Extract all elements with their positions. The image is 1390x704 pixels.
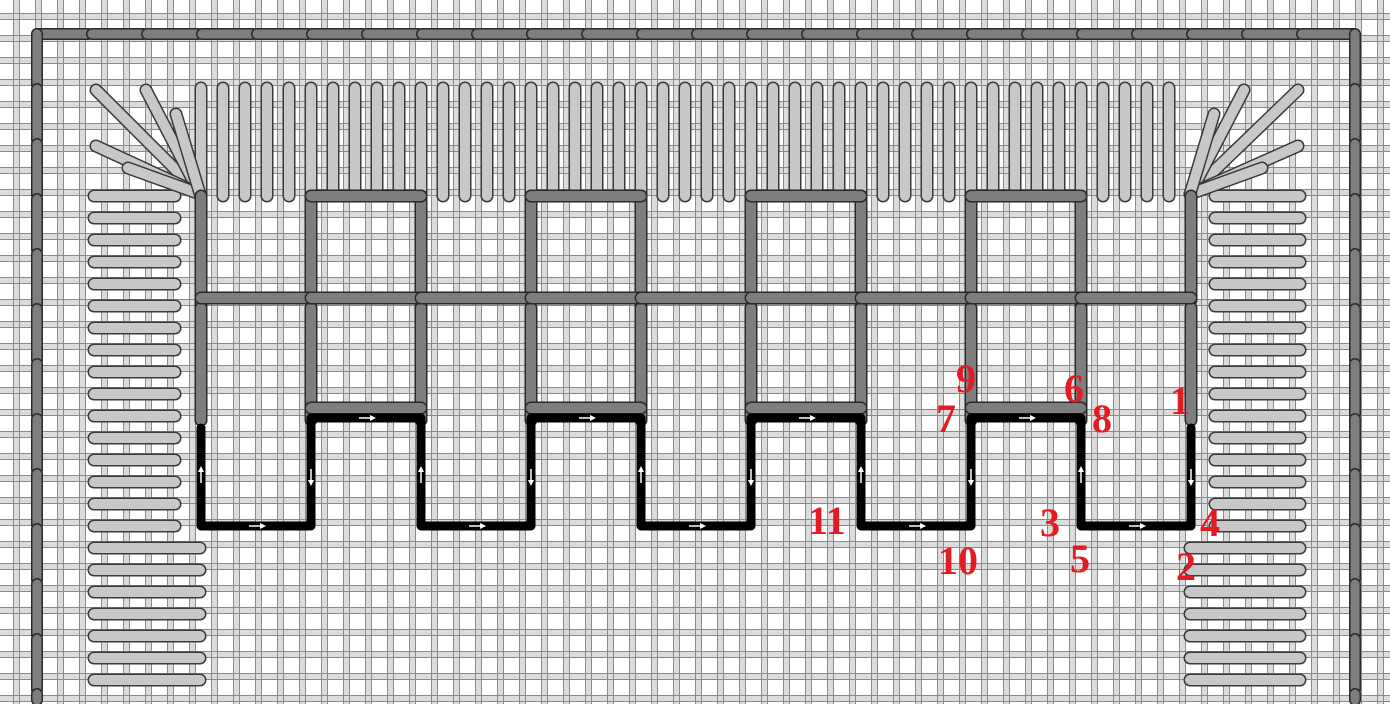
- step-number: 10: [938, 538, 978, 583]
- step-number: 2: [1176, 544, 1196, 589]
- step-number: 11: [808, 498, 846, 543]
- step-number: 4: [1200, 500, 1220, 545]
- step-number: 7: [936, 396, 956, 441]
- step-number: 5: [1070, 536, 1090, 581]
- step-number: 1: [1170, 378, 1190, 423]
- step-number: 9: [956, 356, 976, 401]
- step-number: 6: [1064, 366, 1084, 411]
- step-number: 8: [1092, 396, 1112, 441]
- step-number: 3: [1040, 500, 1060, 545]
